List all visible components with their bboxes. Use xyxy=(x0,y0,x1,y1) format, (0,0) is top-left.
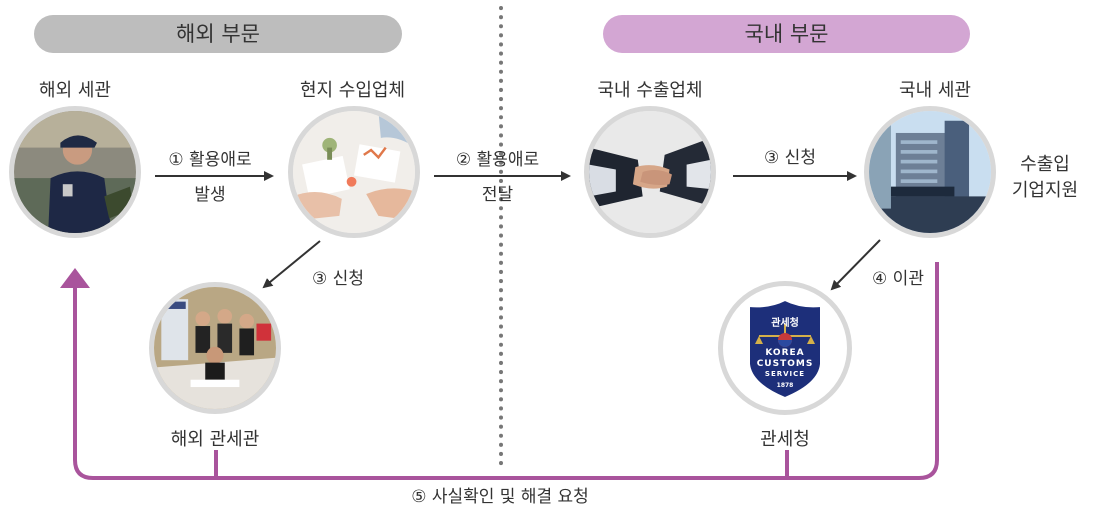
photo-overseas-customs xyxy=(9,106,141,238)
section-domestic-label: 국내 부문 xyxy=(744,22,829,46)
label-export-support-1: 수출입 xyxy=(1020,154,1070,175)
arrow-e3-left xyxy=(262,240,321,289)
label-export-support-2: 기업지원 xyxy=(1011,180,1079,201)
edge-label-e2-line2: 전달 xyxy=(481,185,514,205)
label-kcs: 관세청 xyxy=(760,429,810,450)
kcs-logo-line1: KOREA xyxy=(765,348,805,358)
edge-label-e3-left: ③ 신청 xyxy=(312,269,364,289)
purple-loop-line xyxy=(73,262,939,480)
photo-domestic-exporter xyxy=(584,106,716,238)
photo-overseas-attache xyxy=(149,282,281,414)
edge-label-e3-right: ③ 신청 xyxy=(764,148,816,168)
label-overseas-attache: 해외 관세관 xyxy=(170,429,260,450)
arrow-e4 xyxy=(830,239,881,291)
edge-label-e1-line2: 발생 xyxy=(194,185,226,205)
section-overseas-label: 해외 부문 xyxy=(176,22,260,46)
label-domestic-exporter: 국내 수출업체 xyxy=(597,80,703,101)
kcs-logo-line2: CUSTOMS xyxy=(756,359,814,369)
section-overseas-pill: 해외 부문 xyxy=(34,15,402,53)
kcs-logo-korean: 관세청 xyxy=(771,318,799,329)
kcs-logo-line3: SERVICE xyxy=(764,370,806,378)
photo-local-importer xyxy=(288,106,420,238)
edge-label-e4: ④ 이관 xyxy=(872,269,924,289)
label-local-importer: 현지 수입업체 xyxy=(299,80,406,101)
kcs-logo-year: 1878 xyxy=(776,382,794,389)
edge-label-e5: ⑤ 사실확인 및 해결 요청 xyxy=(411,487,589,507)
purple-loop-arrowhead xyxy=(60,268,90,288)
label-domestic-customs: 국내 세관 xyxy=(899,80,971,101)
section-domestic-pill: 국내 부문 xyxy=(603,15,970,53)
label-overseas-customs: 해외 세관 xyxy=(39,80,111,101)
edge-label-e1-line1: ① 활용애로 xyxy=(168,150,252,170)
photo-domestic-customs xyxy=(864,106,996,238)
kcs-logo-circle: 관세청 KOREA CUSTOMS SERVICE 1878 xyxy=(718,281,852,415)
edge-label-e2-line1: ② 활용애로 xyxy=(455,150,540,170)
